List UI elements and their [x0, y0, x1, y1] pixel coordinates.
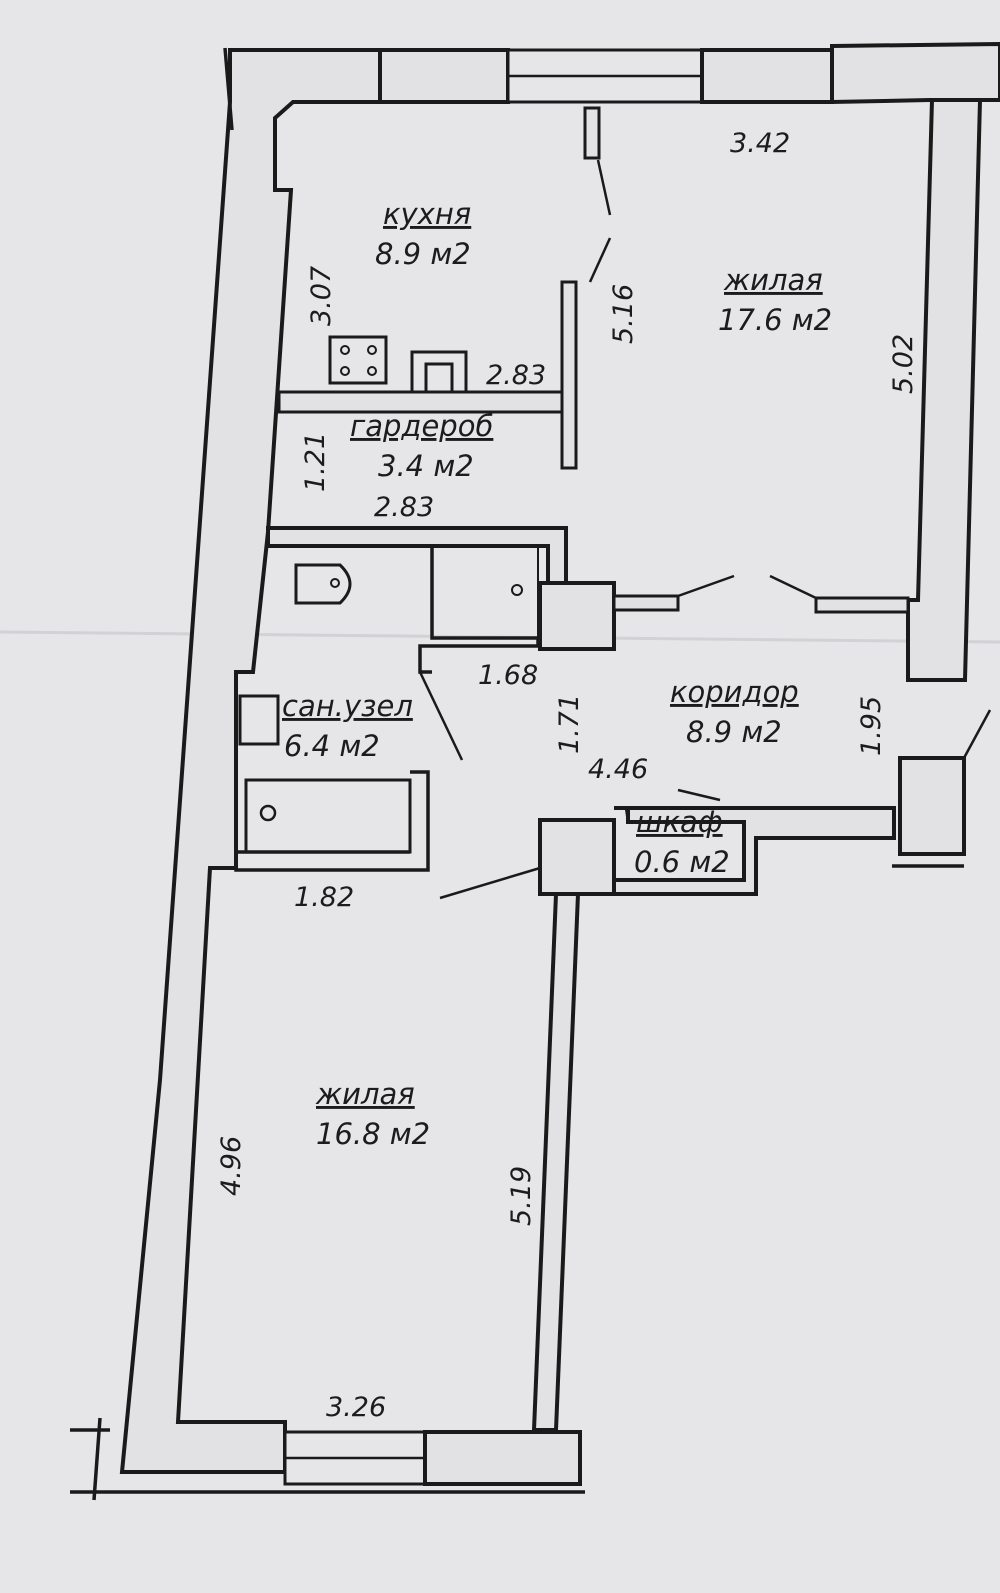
dim-corridor-length: 4.46 [588, 754, 648, 785]
closet-name: шкаф [636, 805, 723, 839]
bathroom-area: 6.4 м2 [284, 729, 380, 763]
closet-sill [677, 788, 721, 802]
living-top-wall-right [814, 596, 910, 614]
outer-wall-north-right [700, 48, 834, 104]
dim-living-top-width: 3.42 [730, 128, 790, 159]
living-door-swing-right [769, 574, 817, 600]
living-bottom-name: жилая [315, 1077, 415, 1111]
dim-living-bottom-width: 3.26 [326, 1392, 386, 1423]
toilet-icon [294, 563, 352, 605]
dim-living-top-right: 5.02 [888, 334, 919, 394]
kitchen-partition-lower [560, 280, 578, 470]
kitchen-area: 8.9 м2 [375, 237, 471, 271]
living-top-wall-left [612, 594, 680, 612]
bathtub-wall [234, 770, 430, 872]
dim-bath-width: 1.82 [294, 882, 354, 913]
kitchen-partition-top [583, 106, 601, 160]
dim-wardrobe-height: 1.21 [300, 432, 331, 492]
outer-wall-north-east [830, 41, 1000, 105]
dim-corridor-left: 1.71 [554, 694, 585, 754]
living-top-area: 17.6 м2 [718, 303, 832, 337]
north-tick-left [223, 47, 234, 131]
bath-door-swing [418, 671, 464, 761]
kitchen-door-swing-2 [588, 237, 612, 283]
corridor-area: 8.9 м2 [686, 715, 782, 749]
wardrobe-name: гардероб [350, 409, 493, 443]
bedroom-door-swing [439, 866, 541, 900]
kitchen-name: кухня [383, 197, 471, 231]
dim-living-bottom-right: 5.19 [506, 1166, 537, 1226]
bathroom-name: сан.узел [282, 689, 413, 723]
dim-living-bottom-left: 4.96 [216, 1136, 247, 1196]
column-corridor-top [538, 581, 616, 651]
closet-door-swing [624, 807, 630, 823]
east-wall-living-top [906, 98, 983, 682]
entry-door-swing [962, 709, 992, 759]
outer-wall-north-left [378, 48, 510, 104]
kitchen-door-swing [596, 159, 612, 216]
outer-wall-south-right [423, 1430, 582, 1486]
dim-kitchen-width: 2.83 [486, 360, 546, 391]
living-door-swing-left [677, 574, 735, 598]
dim-kitchen-height: 3.07 [306, 266, 337, 326]
outer-wall-west [119, 48, 382, 1474]
dim-bath-partition: 1.68 [478, 660, 538, 691]
shower-drain-icon [511, 584, 523, 596]
closet-area: 0.6 м2 [634, 845, 730, 879]
living-bottom-area: 16.8 м2 [316, 1117, 430, 1151]
south-tick-left-v [92, 1417, 102, 1501]
dim-corridor-right: 1.95 [856, 696, 887, 756]
corridor-name: коридор [670, 675, 799, 709]
wardrobe-area: 3.4 м2 [378, 449, 474, 483]
sink-icon [410, 350, 468, 392]
column-closet [538, 818, 616, 896]
column-corridor-east [898, 756, 966, 856]
living-top-name: жилая [723, 263, 823, 297]
stove-icon [328, 335, 388, 385]
washbasin-icon [238, 694, 280, 746]
dim-living-top-left: 5.16 [608, 284, 639, 344]
dim-wardrobe-width: 2.83 [374, 492, 434, 523]
shower-tray [431, 545, 539, 639]
